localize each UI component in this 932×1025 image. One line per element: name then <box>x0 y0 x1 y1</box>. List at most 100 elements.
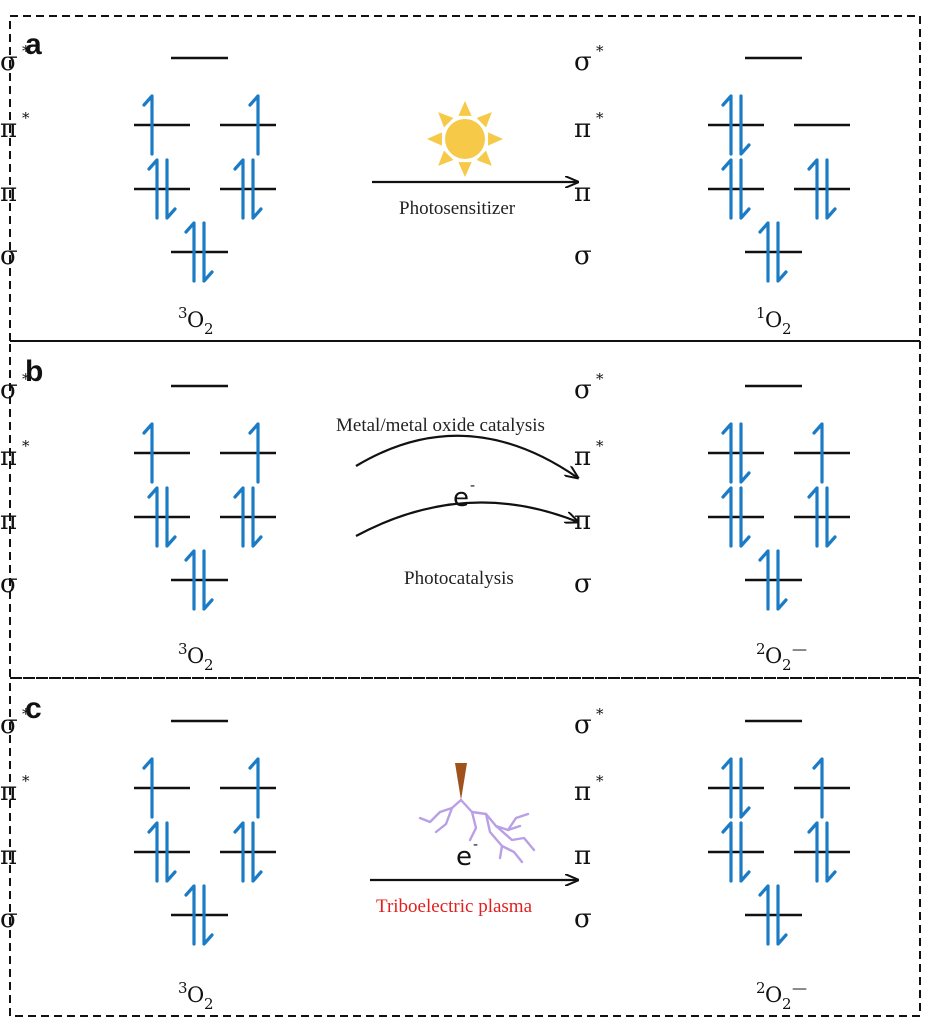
panel-c-right-pi-2-pair-down <box>825 821 837 883</box>
panel-b-right-species-base: O <box>765 644 782 668</box>
panel-a-left-pi-label: π <box>0 178 17 208</box>
panel-a-left-sigma-label: σ <box>0 241 18 271</box>
sun-ray <box>438 112 454 128</box>
panel-a-right-pi-2-pair-up <box>807 158 819 220</box>
panel-a-left-species-sup: 3 <box>178 304 188 322</box>
panel-c-right-pi-2-pair-up <box>807 821 819 883</box>
panel-a-left-pi-star-2-electron <box>248 94 260 156</box>
panel-b-right-species-sub: 2 <box>782 656 792 674</box>
panel-a-letter: a <box>25 28 42 61</box>
panel-b-right-sigma-label: σ <box>574 569 592 599</box>
panel-b-process-label-top: Metal/metal oxide catalysis <box>336 415 545 436</box>
panel-c-electron: e <box>456 842 472 872</box>
panel-b-letter: b <box>25 355 43 388</box>
panel-c-left-pi-1-pair-up <box>147 821 159 883</box>
panel-b-right-species-sup: 2 <box>756 640 766 658</box>
panel-b-right-sigma-star-label: σ <box>574 375 592 405</box>
plasma-branch-6 <box>506 812 530 832</box>
panel-c-left-species-sub: 2 <box>204 995 214 1013</box>
panel-b-right-pi-star-sup: * <box>596 437 604 455</box>
plasma-discharge-icon <box>418 763 536 864</box>
panel-a-left-pi-2-pair-down <box>251 158 263 220</box>
panel-c-right-pi-star-1-pair-up <box>721 757 733 819</box>
panel-b-left-sigma-pair-up <box>184 549 196 611</box>
plasma-branch-2 <box>459 798 522 832</box>
panel-b-right-pi-star-1-pair-down <box>739 422 751 484</box>
panel-b-left-pi-star-label: π <box>0 442 17 472</box>
panel-b-left-pi-star-sup: * <box>22 437 30 455</box>
panel-c-right-pi-star-label: π <box>574 777 591 807</box>
panel-b-left-pi-star-1-electron <box>142 422 154 484</box>
sun-icon <box>427 101 503 177</box>
panel-b-left-sigma-pair-down <box>202 549 214 611</box>
panel-b-left-pi-2-pair-down <box>251 486 263 548</box>
panel-a-right-sigma-pair-down <box>776 221 788 283</box>
plasma-branch-5 <box>468 810 478 842</box>
sun-ray <box>458 101 472 116</box>
panel-c-right-pi-label: π <box>574 841 591 871</box>
panel-c-frame <box>9 677 921 1017</box>
panel-a-right-pi-2-pair-down <box>825 158 837 220</box>
panel-c-right-sigma-pair-down <box>776 884 788 946</box>
panel-b-process-label-bottom: Photocatalysis <box>404 568 514 589</box>
panel-c-right-species-base: O <box>765 983 782 1007</box>
panel-a-right-species-sub: 2 <box>782 320 792 338</box>
electrode-tip <box>455 763 467 800</box>
panel-c-left-sigma-pair-down <box>202 884 214 946</box>
panel-c-letter: c <box>25 692 42 725</box>
plasma-branch-7 <box>500 844 524 864</box>
sun-ray <box>438 150 454 166</box>
panel-c-right-pi-star-2-electron <box>812 757 824 819</box>
panel-a-right-pi-star-1-pair-up <box>721 94 733 156</box>
panel-c-right-sigma-star-sup: * <box>596 705 604 723</box>
panel-c-right-pi-1-pair-up <box>721 821 733 883</box>
panel-a-left-pi-1-pair-down <box>165 158 177 220</box>
panel-b-left-species-base: O <box>187 644 204 668</box>
panel-b-right-pi-1-pair-up <box>721 486 733 548</box>
panel-c-left-pi-2-pair-down <box>251 821 263 883</box>
panel-b-upper-arrow <box>355 434 578 478</box>
panel-b-left-sigma-star-label: σ <box>0 375 18 405</box>
sun-ray <box>488 132 503 146</box>
panel-a-right-pi-star-sup: * <box>596 109 604 127</box>
panel-b-left-pi-2-pair-up <box>233 486 245 548</box>
panel-a-right-sigma-label: σ <box>574 241 592 271</box>
panel-a-left-pi-2-pair-up <box>233 158 245 220</box>
panel-a-right-sigma-star-sup: * <box>596 42 604 60</box>
panel-c-electron-sup: - <box>473 835 478 853</box>
panel-b-right-sigma-pair-down <box>776 549 788 611</box>
panel-c-left-pi-star-label: π <box>0 777 17 807</box>
sun-disc <box>445 119 485 159</box>
panel-a-right-pi-1-pair-up <box>721 158 733 220</box>
plasma-branch-4 <box>494 824 536 852</box>
panel-a-left-pi-star-1-electron <box>142 94 154 156</box>
panel-b-right-pi-star-label: π <box>574 442 591 472</box>
panel-c-right-species-sub: 2 <box>782 995 792 1013</box>
panel-b-left-pi-label: π <box>0 506 17 536</box>
sun-ray <box>476 150 492 166</box>
panel-a-left-pi-star-sup: * <box>22 109 30 127</box>
panel-a-left-sigma-pair-up <box>184 221 196 283</box>
panel-b-frame <box>9 340 921 679</box>
panel-b-electron: e <box>453 483 469 513</box>
panel-c-right-sigma-label: σ <box>574 904 592 934</box>
panel-a-left-sigma-pair-down <box>202 221 214 283</box>
panel-c-left-sigma-star-label: σ <box>0 710 18 740</box>
panel-b-left-sigma-label: σ <box>0 569 18 599</box>
panel-c-left-pi-star-1-electron <box>142 757 154 819</box>
sun-ray <box>427 132 442 146</box>
panel-c-left-pi-label: π <box>0 841 17 871</box>
panel-a-right-sigma-pair-up <box>758 221 770 283</box>
panel-b-left-species-sup: 3 <box>178 640 188 658</box>
panel-c-left-sigma-star-sup: * <box>22 705 30 723</box>
panel-c-left-species-base: O <box>187 983 204 1007</box>
plasma-branch-3 <box>484 812 504 860</box>
panel-b-left-species-sub: 2 <box>204 656 214 674</box>
panel-c-left-pi-star-2-electron <box>248 757 260 819</box>
sun-ray <box>476 112 492 128</box>
panel-c-right-sigma-star-label: σ <box>574 710 592 740</box>
panel-b-right-pi-2-pair-up <box>807 486 819 548</box>
